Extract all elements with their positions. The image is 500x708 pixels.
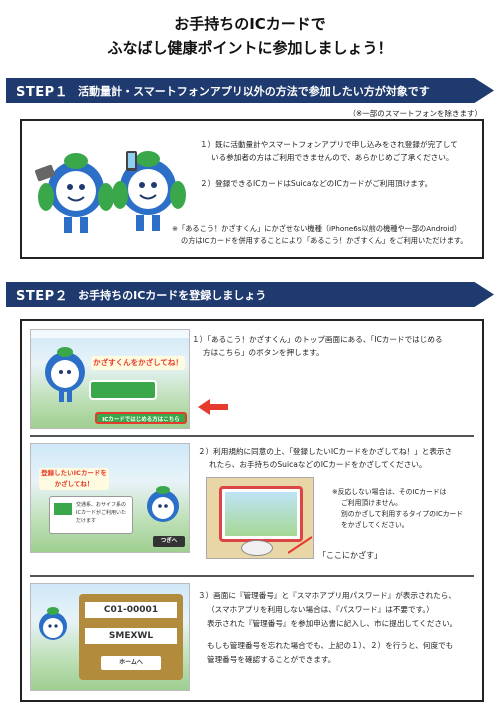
page-title-line2: ふなばし健康ポイントに参加しましょう！	[107, 39, 393, 57]
step2-item2-line2: れたら、お手持ちのSuicaなどのICカードをかざしてください。	[209, 460, 427, 469]
step2-item3: ３）画面に『管理番号』と『スマホアプリ用パスワード』が表示されたら、 （スマホア…	[198, 589, 457, 667]
mascot-illustration	[35, 151, 186, 233]
step2-item1: １）「あるこう！かざすくん」のトップ画面にある、「ICカードではじめる 方はこち…	[192, 333, 443, 359]
step1-note: （※一部のスマートフォンを除きます）	[348, 109, 482, 118]
device-photo	[206, 477, 314, 559]
page-title-line1: お手持ちのICカードで	[174, 15, 326, 33]
step2-item1-line2: 方はこちら」のボタンを押します。	[203, 348, 324, 357]
step1-item2: ２）登録できるICカードはSuicaなどのICカードがご利用頂けます。	[200, 179, 433, 188]
warn-line4: をかざしてください。	[341, 521, 409, 529]
step2-item2-line1: ２）利用規約に同意の上、「登録したいICカードをかざしてね！」と表示さ	[198, 447, 453, 456]
step2-title: お手持ちのICカードを登録しましょう	[78, 288, 267, 302]
step1-item1-line2: いる参加者の方はご利用できませんので、あらかじめご了承ください。	[211, 153, 454, 162]
step2-divider-1	[30, 435, 474, 437]
step1-header-bar: STEP１ 活動量計・スマートフォンアプリ以外の方法で参加したい方が対象です	[6, 78, 494, 103]
device-screen	[219, 486, 303, 542]
step2-item1-line1: １）「あるこう！かざすくん」のトップ画面にある、「ICカードではじめる	[192, 335, 443, 344]
screen2-panel-text: 交通系、おサイフ系のICカードがご利用いただけます	[76, 502, 127, 524]
step1-footnote: ※「あるこう！かざすくん」にかざせない機種（iPhone6s以前の機種や一部のA…	[172, 223, 468, 247]
step1-foot-line1: ※「あるこう！かざすくん」にかざせない機種（iPhone6s以前の機種や一部のA…	[172, 224, 462, 233]
step1-box: １）既に活動量計やスマートフォンアプリで申し込みをされ登録が完了して いる参加者…	[20, 119, 484, 259]
mascot-right	[112, 151, 186, 231]
step2-item3-line3: 表示された『管理番号』を参加申込書に記入し、市に提出してください。	[207, 619, 458, 628]
ic-reader	[241, 540, 273, 556]
screenshot-result-screen: C01-00001 SMEXWL ホームへ	[30, 583, 190, 691]
screen2-next-button[interactable]: つぎへ	[153, 536, 185, 547]
screen3-mascot	[39, 607, 67, 640]
step2-item3-line5: 管理番号を確認することができます。	[207, 655, 336, 664]
warn-line3: 別のかざして利用するタイプのICカード	[341, 510, 464, 518]
step2-header-bar: STEP２ お手持ちのICカードを登録しましょう	[6, 282, 494, 307]
screenshot-top-screen: かざすくんをかざしてね！ ICカードではじめる方はこちら	[30, 329, 190, 429]
step2-divider-2	[30, 575, 474, 577]
step1-foot-line2: の方はICカードを併用することにより「あるこう！かざすくん」をご利用いただけます…	[181, 236, 468, 245]
step1-item1-line1: １）既に活動量計やスマートフォンアプリで申し込みをされ登録が完了して	[200, 140, 458, 149]
red-arrow-icon	[198, 399, 228, 415]
screen3-panel: C01-00001 SMEXWL ホームへ	[79, 594, 183, 680]
screenshot-register-screen: 登録したいICカードをかざしてね！ 交通系、おサイフ系のICカードがご利用いただ…	[30, 443, 190, 553]
screen2-banner: 登録したいICカードをかざしてね！	[39, 468, 109, 490]
warn-line1: ※反応しない場合は、そのICカードは	[332, 488, 447, 496]
screen3-home-button[interactable]: ホームへ	[101, 656, 161, 670]
screen3-password: SMEXWL	[85, 628, 177, 644]
step2-item3-line4: もしも管理番号を忘れた場合でも、上記の１）、２）を行うと、何度でも	[207, 641, 454, 650]
step1-number: STEP１	[16, 85, 69, 100]
step1-title: 活動量計・スマートフォンアプリ以外の方法で参加したい方が対象です	[78, 84, 430, 98]
step2-box: かざすくんをかざしてね！ ICカードではじめる方はこちら １）「あるこう！かざす…	[20, 319, 484, 702]
screen1-ic-button[interactable]: ICカードではじめる方はこちら	[95, 412, 187, 424]
screen2-mascot	[147, 486, 179, 522]
warning-note: ※反応しない場合は、そのICカードは ご利用頂けません。 別のかざして利用するタ…	[332, 487, 463, 531]
step2-number: STEP２	[16, 289, 69, 304]
step2-item3-line2: （スマホアプリを利用しない場合は、『パスワード』は不要です。）	[207, 605, 434, 614]
photo-caption: 「ここにかざす」	[318, 551, 382, 560]
step2-item3-line1: ３）画面に『管理番号』と『スマホアプリ用パスワード』が表示されたら、	[198, 591, 456, 600]
step1-item1: １）既に活動量計やスマートフォンアプリで申し込みをされ登録が完了して いる参加者…	[200, 138, 458, 164]
ic-card-icon	[54, 503, 72, 515]
screen2-panel: 交通系、おサイフ系のICカードがご利用いただけます	[49, 496, 133, 534]
mascot-left	[35, 153, 114, 233]
warn-line2: ご利用頂けません。	[341, 499, 402, 507]
screen1-panel	[89, 380, 157, 400]
screen1-banner: かざすくんをかざしてね！	[91, 356, 185, 370]
step2-item2: ２）利用規約に同意の上、「登録したいICカードをかざしてね！」と表示さ れたら、…	[198, 445, 452, 471]
pointer-line-icon	[288, 536, 313, 554]
screen3-code: C01-00001	[85, 602, 177, 618]
screen1-mascot	[45, 347, 85, 402]
